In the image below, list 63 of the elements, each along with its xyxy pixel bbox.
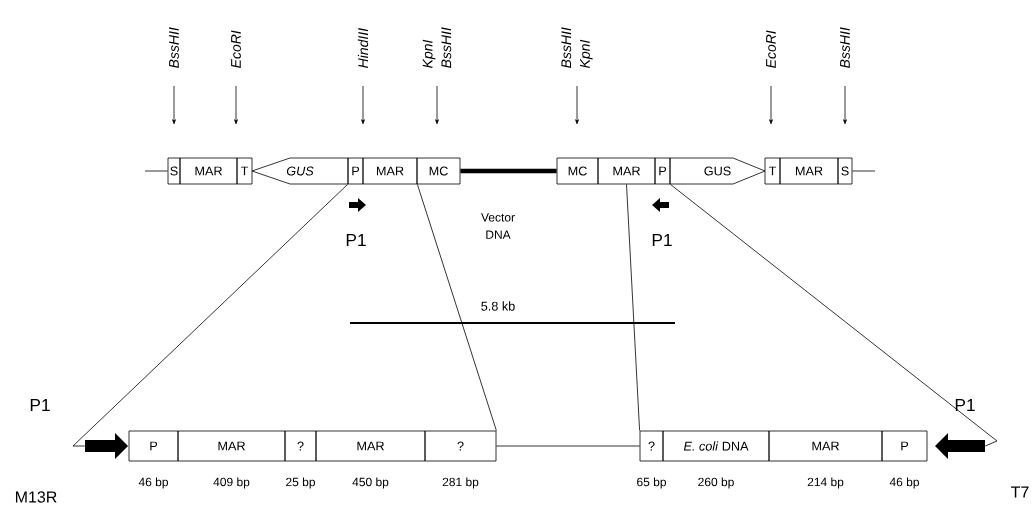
segment-box: MAR <box>779 157 839 185</box>
segment-box: T <box>236 157 253 185</box>
restriction-site-label: KpnI BssHII <box>422 27 452 68</box>
cut-site-arrow <box>234 85 238 125</box>
segment-box: MAR <box>597 157 656 185</box>
cut-site-arrow <box>435 85 439 125</box>
segment-box: E. coli DNA <box>662 430 770 462</box>
cut-site-arrow <box>769 85 773 125</box>
segment-box: T <box>764 157 781 185</box>
segment-box: MAR <box>179 157 238 185</box>
size-label: 281 bp <box>442 477 479 489</box>
segment-box: P <box>347 157 364 185</box>
cut-site-arrow <box>172 85 176 125</box>
restriction-site-label: BssHII <box>169 27 179 68</box>
segment-box: ? <box>639 430 664 462</box>
primer-site-label: T7 <box>1011 486 1029 498</box>
segment-box: P <box>128 430 179 462</box>
segment-box: P <box>881 430 928 462</box>
size-label: 409 bp <box>213 477 250 489</box>
size-label: 260 bp <box>698 477 734 489</box>
primer-arrow <box>85 433 128 459</box>
segment-box: MAR <box>315 430 426 462</box>
segment-box: ? <box>284 430 317 462</box>
segment-box: MAR <box>362 157 418 185</box>
edge-label: Vector DNA <box>481 213 515 239</box>
segment-box: S <box>837 157 853 185</box>
segment-box: MC <box>556 157 599 185</box>
segment-box: S <box>167 157 181 185</box>
cut-site-arrow <box>361 85 365 125</box>
connector-line <box>144 170 168 172</box>
primer-label: P1 <box>955 399 975 411</box>
connector-line <box>670 184 998 447</box>
segment-box: P <box>654 157 671 185</box>
connector-line <box>496 445 640 447</box>
restriction-site-label: BssHII <box>840 27 850 68</box>
connector-line <box>852 170 876 172</box>
gene-arrow-box: GUS <box>669 157 766 185</box>
gene-arrow-box: GUS <box>251 157 349 185</box>
cut-site-arrow <box>843 85 847 125</box>
cut-site-arrow <box>575 85 579 125</box>
segment-box: MC <box>416 157 461 185</box>
size-label: 25 bp <box>286 477 315 489</box>
primer-label: P1 <box>652 234 672 246</box>
connector-line <box>417 184 497 431</box>
segment-box: ? <box>424 430 497 462</box>
primer-arrow <box>935 433 985 459</box>
size-label: 450 bp <box>352 477 389 489</box>
connector-line <box>72 184 348 447</box>
connector-line <box>626 184 640 431</box>
restriction-site-label: BssHII KpnI <box>561 27 593 68</box>
primer-label: P1 <box>30 399 50 411</box>
restriction-site-label: EcoRI <box>231 30 241 68</box>
size-label: 5.8 kb <box>481 301 515 311</box>
primer-label: P1 <box>346 234 366 246</box>
size-label: 46 bp <box>138 477 168 489</box>
size-label: 65 bp <box>637 477 666 489</box>
size-label: 46 bp <box>889 477 919 489</box>
restriction-site-label: EcoRI <box>766 30 776 68</box>
restriction-site-label: HindIII <box>357 28 369 68</box>
segment-box: MAR <box>768 430 883 462</box>
primer-site-label: M13R <box>16 491 57 503</box>
segment-box: MAR <box>177 430 286 462</box>
size-label: 214 bp <box>807 477 844 489</box>
